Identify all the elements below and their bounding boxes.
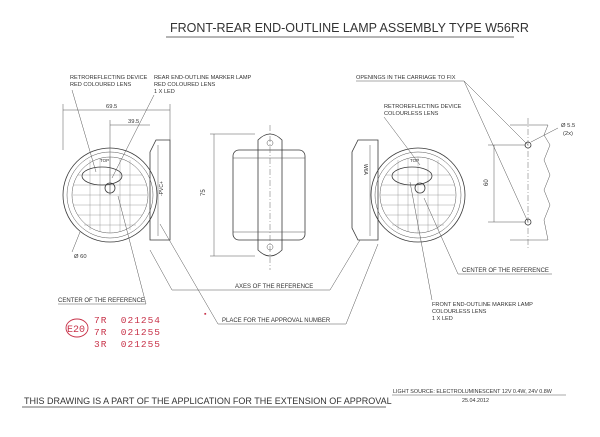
approval-row-1: 7R 021254 xyxy=(94,315,161,326)
right-lamp-view: W6A TOP RETROREFLECTING DEVICE COLOURLES… xyxy=(351,104,466,243)
left-marker-label-1: REAR END-OUTLINE MARKER LAMP xyxy=(154,75,252,81)
right-top-mark: TOP xyxy=(410,158,419,163)
footer-statement: THIS DRAWING IS A PART OF THE APPLICATIO… xyxy=(24,396,392,406)
mid-dim-height: 75 xyxy=(201,189,207,196)
left-bracket xyxy=(149,139,171,241)
approval-e-mark: E20 xyxy=(67,325,85,336)
middle-profile-view: 75 xyxy=(201,125,306,270)
right-front-label-1: FRONT END-OUTLINE MARKER LAMP xyxy=(432,302,533,308)
mounting-hole-detail: 60 Ø 5.5 (2x) xyxy=(484,118,575,250)
left-top-mark: TOP xyxy=(100,158,109,163)
left-retro-label-1: RETROREFLECTING DEVICE xyxy=(70,75,148,81)
axes-label: AXES OF THE REFERENCE xyxy=(235,284,313,290)
hole-count-dim: (2x) xyxy=(563,131,573,137)
approval-row-2: 7R 021255 xyxy=(94,327,161,338)
left-side-mark: -PVC+ xyxy=(159,181,165,196)
approval-mark: E20 7R 021254 7R 021255 3R 021255 xyxy=(65,315,161,350)
openings-label: OPENINGS IN THE CARRIAGE TO FIX xyxy=(356,75,456,81)
right-outer-ring xyxy=(370,147,466,243)
left-marker-label-3: 1 X LED xyxy=(154,89,175,95)
footer-light-source: LIGHT SOURCE: ELECTROLUMINESCENT 12V 0.4… xyxy=(393,389,553,395)
carriage-outline xyxy=(510,124,551,241)
right-led-icon xyxy=(414,182,426,194)
left-dim-half: 39.5 xyxy=(128,119,139,125)
mid-body xyxy=(232,149,306,241)
left-lamp-view: -PVC+ TOP RETROREFLECTING DEVICE RED COL… xyxy=(62,75,252,260)
right-marker-lens xyxy=(391,166,433,186)
hole-spacing-dim: 60 xyxy=(484,179,490,186)
left-center-label: CENTER OF THE REFERENCE xyxy=(58,298,145,304)
right-retro-label-1: RETROREFLECTING DEVICE xyxy=(384,104,462,110)
right-lens-pattern xyxy=(381,157,455,233)
left-marker-label-2: RED COLOURED LENS xyxy=(154,82,216,88)
hole-diameter-dim: Ø 5.5 xyxy=(561,123,575,129)
approval-place-label: PLACE FOR THE APPROVAL NUMBER xyxy=(222,318,331,324)
left-marker-lens xyxy=(81,166,123,186)
approval-circle xyxy=(65,318,89,338)
drawing-title: FRONT-REAR END-OUTLINE LAMP ASSEMBLY TYP… xyxy=(170,21,529,35)
right-front-label-3: 1 X LED xyxy=(432,316,453,322)
right-front-label-2: COLOURLESS LENS xyxy=(432,309,487,315)
approval-arrow-icon: ▪ xyxy=(204,311,207,318)
left-retro-label-2: RED COLOURED LENS xyxy=(70,82,132,88)
footer-date: 25.04.2012 xyxy=(462,398,489,404)
right-center-label: CENTER OF THE REFERENCE xyxy=(462,268,549,274)
left-dim-diameter: Ø 60 xyxy=(74,254,87,260)
left-dim-width: 69.5 xyxy=(106,104,117,110)
approval-row-3: 3R 021255 xyxy=(94,339,161,350)
right-retro-label-2: COLOURLESS LENS xyxy=(384,111,439,117)
right-side-mark: W6A xyxy=(362,164,368,176)
mid-housing xyxy=(257,133,283,257)
right-bracket xyxy=(351,139,379,241)
